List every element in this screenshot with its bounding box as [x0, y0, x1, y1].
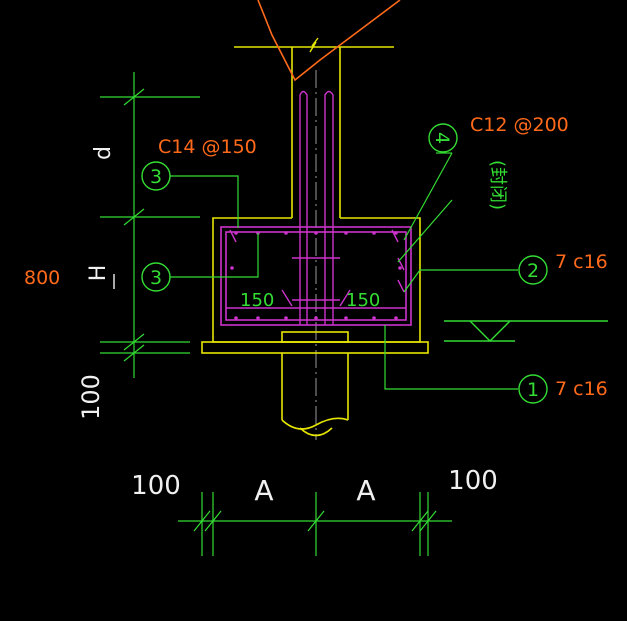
left-dimension: [100, 72, 200, 378]
rebar-dot: [314, 316, 318, 320]
rebar-top-label: C14 @150: [158, 136, 257, 158]
dim-150-right-label: 150: [346, 290, 380, 311]
rebar-dot: [394, 316, 398, 320]
rebar-dot: [398, 266, 402, 270]
leader-lines: [170, 152, 518, 390]
pile-cap-outline: [201, 217, 429, 354]
marker-2: 2: [518, 255, 548, 285]
marker-3-mid: 3: [141, 262, 171, 292]
rebar-dot: [314, 231, 318, 235]
marker-3-top: 3: [141, 161, 171, 191]
ground-level-symbol: [444, 320, 608, 342]
pile: [281, 353, 349, 437]
height-d-label: d: [91, 146, 116, 160]
width-a-right-label: A: [356, 474, 375, 507]
marker-3-mid-number: 3: [150, 267, 162, 289]
bottom-dimension: [178, 492, 452, 556]
marker-1-number: 1: [527, 379, 539, 401]
side-note-label: (封闭): [487, 160, 508, 210]
rebar-dot: [256, 316, 260, 320]
rebar-dot: [344, 316, 348, 320]
rebar-dot: [234, 316, 238, 320]
top-slope-lines: [257, 0, 401, 82]
rebar-dots: [230, 231, 402, 320]
rebar-dot: [344, 231, 348, 235]
width-a-left-label: A: [254, 474, 273, 507]
rebar-bottom-long-label: 7 c16: [555, 378, 608, 400]
rebar-side-label: C12 @200: [470, 114, 569, 136]
cover-bottom-label: 100: [77, 374, 105, 420]
rebar-dot: [284, 231, 288, 235]
column-outline: [234, 46, 394, 218]
height-h-label: H: [86, 265, 111, 282]
marker-2-number: 2: [527, 260, 539, 282]
break-mark-top: [309, 37, 319, 53]
rebar-dot: [372, 316, 376, 320]
marker-1: 1: [518, 374, 548, 404]
dim-150-left-label: 150: [240, 290, 274, 311]
column-rebar: [299, 90, 334, 325]
marker-3-top-number: 3: [150, 166, 162, 188]
height-total-label: 800: [24, 267, 60, 289]
rebar-dot: [372, 231, 376, 235]
cover-right-label: 100: [448, 466, 498, 496]
rebar-dot: [234, 231, 238, 235]
rebar-bottom-right-label: 7 c16: [555, 251, 608, 273]
rebar-dot: [230, 266, 234, 270]
cover-left-label: 100: [131, 471, 181, 501]
rebar-dot: [394, 231, 398, 235]
marker-4: 4: [428, 123, 458, 153]
marker-4-number: 4: [431, 132, 453, 144]
rebar-dot: [284, 316, 288, 320]
